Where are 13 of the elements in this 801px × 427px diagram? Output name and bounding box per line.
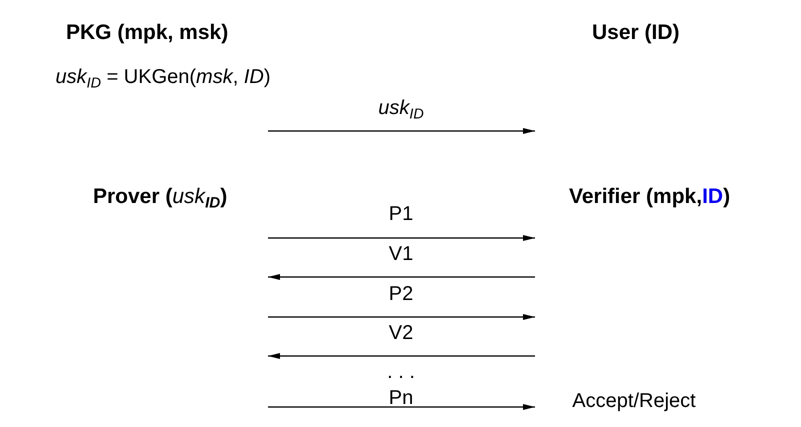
message-label: V2 — [388, 323, 414, 343]
note-text: Accept/Reject — [572, 391, 696, 411]
ellipsis-text: . . . — [387, 362, 415, 382]
formula-text: usk$_{ID}$ = UKGen(msk, ID) — [55, 67, 271, 87]
message-label: P2 — [388, 284, 414, 304]
party-heading: User (ID) — [592, 20, 680, 46]
message-label: V1 — [388, 244, 414, 264]
message-label: usk$_{ID}$ — [378, 98, 424, 118]
message-label: Pn — [388, 388, 414, 408]
party-heading: Prover (usk$_{ID}$) — [93, 184, 228, 210]
message-label: P1 — [388, 204, 414, 224]
party-heading: Verifier (mpk,ID) — [569, 184, 730, 210]
party-heading: PKG (mpk, msk) — [66, 20, 228, 46]
